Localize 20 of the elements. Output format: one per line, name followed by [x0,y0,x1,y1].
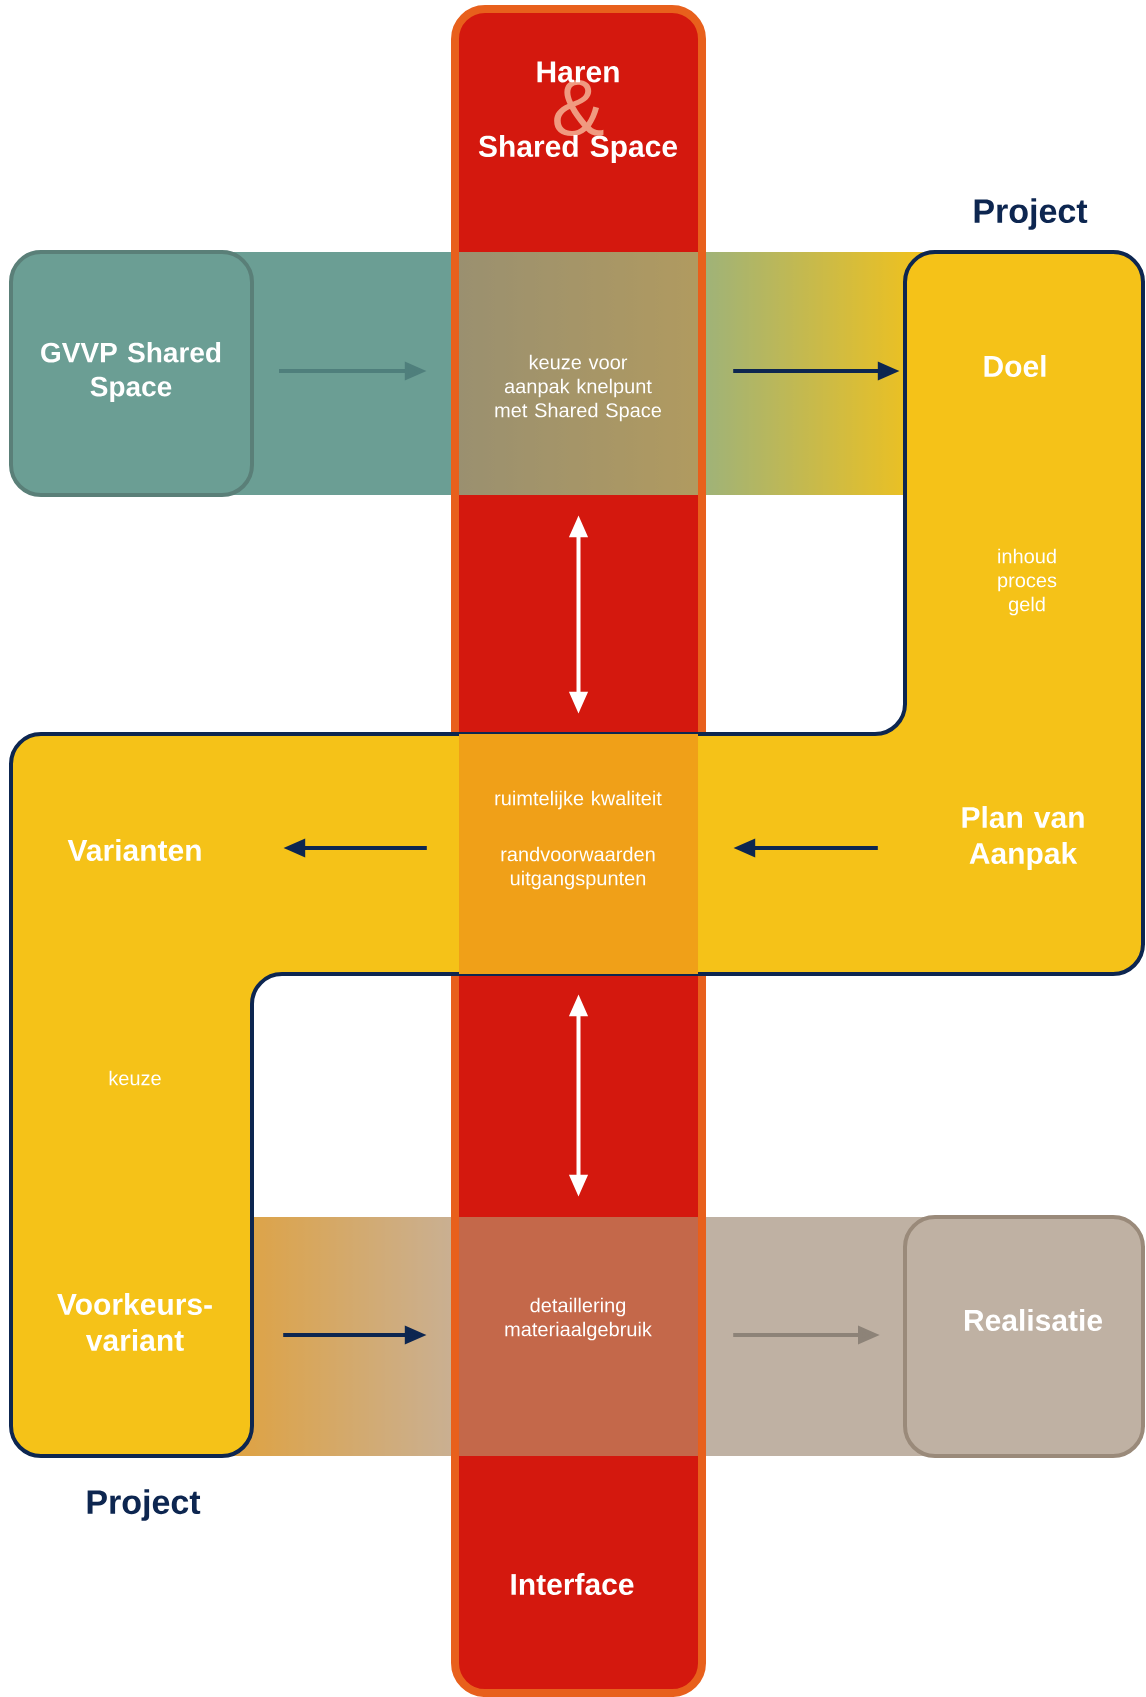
body-text: keuze [109,1070,161,1086]
step-label: Plan van Aanpak [962,806,1084,870]
rounded-box [903,1215,1145,1458]
project-label: Project [87,1489,201,1521]
block-text: keuze voor aanpak knelpunt met Shared Space [495,354,661,422]
block-text: ruimtelijke kwaliteit [495,790,662,810]
step-label: Varianten [67,839,201,862]
step-label: Voorkeurs-variant [57,1293,212,1352]
interface-block [459,734,698,974]
step-label: Doel [984,355,1046,378]
block-text: randvoorwaarden uitgangspunten [501,846,655,890]
project-label: Project [974,198,1088,230]
box-title: Realisatie [965,1309,1103,1332]
interface-block [459,1217,698,1456]
block-text: detaillering materiaalgebruik [505,1297,652,1341]
rounded-box [9,250,254,497]
box-title: GVVP Shared Space [41,341,221,403]
list-text: inhoud proces geld [998,548,1057,616]
heading: Shared Space [478,135,677,163]
heading: Interface [511,1573,634,1596]
